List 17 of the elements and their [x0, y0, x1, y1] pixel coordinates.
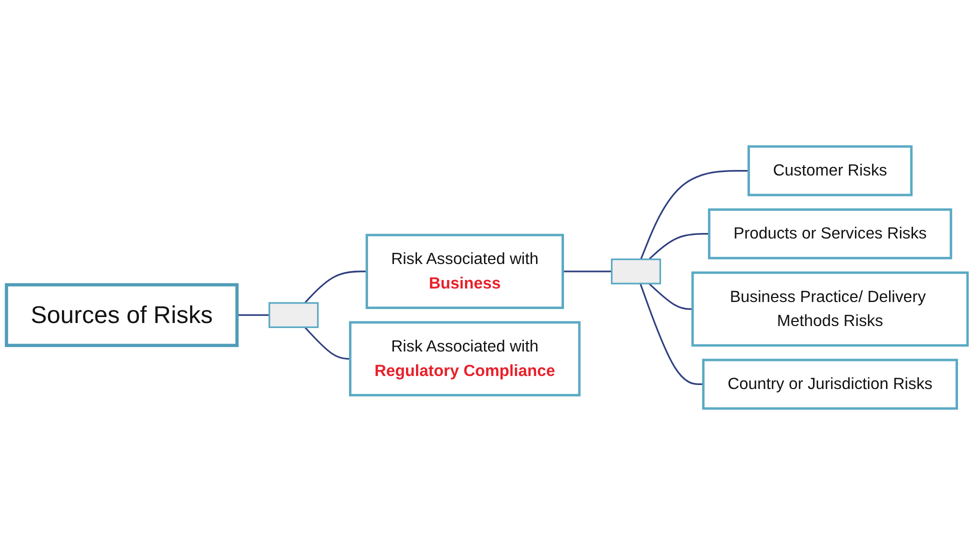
node-bar	[268, 302, 319, 328]
node-box: Risk Associated with Business	[366, 234, 564, 310]
connector	[640, 170, 749, 260]
node-box: Customer Risks	[748, 145, 913, 196]
node-box: Country or Jurisdiction Risks	[702, 358, 958, 410]
connector	[648, 233, 710, 260]
connector	[304, 326, 350, 360]
node-bar	[610, 258, 662, 284]
node-box: Sources of Risks	[4, 283, 239, 348]
node-box: Risk Associated with Regulatory Compliance	[349, 321, 581, 396]
connector	[640, 283, 704, 386]
connector	[304, 270, 367, 304]
connector	[562, 270, 612, 272]
connector	[648, 282, 693, 310]
node-box: Business Practice/ Delivery Methods Risks	[691, 271, 969, 347]
connector	[237, 314, 270, 316]
node-box: Products or Services Risks	[708, 208, 952, 260]
